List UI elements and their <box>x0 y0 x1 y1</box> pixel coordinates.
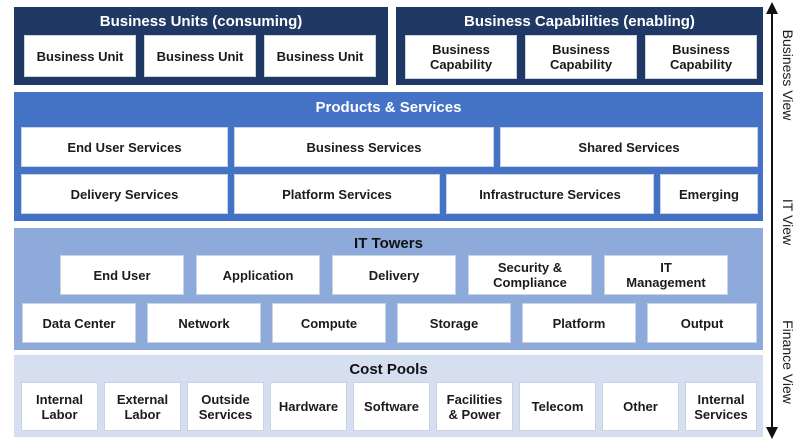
cost-pool-box: Internal Services <box>685 382 757 431</box>
business-units-title: Business Units (consuming) <box>99 13 303 30</box>
cost-pool-box: Software <box>353 382 430 431</box>
business-view-label: Business View <box>780 29 796 121</box>
business-capability-box: Business Capability <box>525 35 637 79</box>
cost-pool-box: Hardware <box>270 382 347 431</box>
products-services-panel: Products & Services End User Services Bu… <box>14 92 763 221</box>
service-box: Emerging <box>660 174 758 214</box>
cost-pools-title: Cost Pools <box>349 361 428 378</box>
it-tower-box: IT Management <box>604 255 728 295</box>
business-unit-box: Business Unit <box>264 35 376 77</box>
it-tower-box: Application <box>196 255 320 295</box>
service-box: Shared Services <box>500 127 758 167</box>
it-towers-title: IT Towers <box>354 235 423 252</box>
cost-pools-panel: Cost Pools Internal Labor External Labor… <box>14 355 763 437</box>
it-tower-box: Network <box>147 303 261 343</box>
business-unit-box: Business Unit <box>144 35 256 77</box>
it-tower-box: Security & Compliance <box>468 255 592 295</box>
service-box: Business Services <box>234 127 494 167</box>
cost-pool-box: Telecom <box>519 382 596 431</box>
cost-pool-box: Facilities & Power <box>436 382 513 431</box>
it-tower-box: Data Center <box>22 303 136 343</box>
service-box: Delivery Services <box>21 174 228 214</box>
it-tower-box: Platform <box>522 303 636 343</box>
service-box: Infrastructure Services <box>446 174 654 214</box>
cost-pool-box: Internal Labor <box>21 382 98 431</box>
it-view-label: IT View <box>780 198 796 246</box>
it-tower-box: Compute <box>272 303 386 343</box>
service-box: Platform Services <box>234 174 440 214</box>
business-units-panel: Business Units (consuming) Business Unit… <box>14 7 388 85</box>
cost-pool-box: Other <box>602 382 679 431</box>
business-capabilities-panel: Business Capabilities (enabling) Busines… <box>396 7 763 85</box>
business-capability-box: Business Capability <box>645 35 757 79</box>
business-unit-box: Business Unit <box>24 35 136 77</box>
it-tower-box: Delivery <box>332 255 456 295</box>
it-tower-box: End User <box>60 255 184 295</box>
double-arrow-icon <box>766 2 778 439</box>
business-capabilities-title: Business Capabilities (enabling) <box>464 13 695 30</box>
business-capability-box: Business Capability <box>405 35 517 79</box>
it-tower-box: Output <box>647 303 757 343</box>
products-services-title: Products & Services <box>315 99 462 116</box>
it-tower-box: Storage <box>397 303 511 343</box>
service-box: End User Services <box>21 127 228 167</box>
cost-pool-box: External Labor <box>104 382 181 431</box>
cost-pool-box: Outside Services <box>187 382 264 431</box>
it-towers-panel: IT Towers End User Application Delivery … <box>14 228 763 350</box>
finance-view-label: Finance View <box>780 320 796 404</box>
